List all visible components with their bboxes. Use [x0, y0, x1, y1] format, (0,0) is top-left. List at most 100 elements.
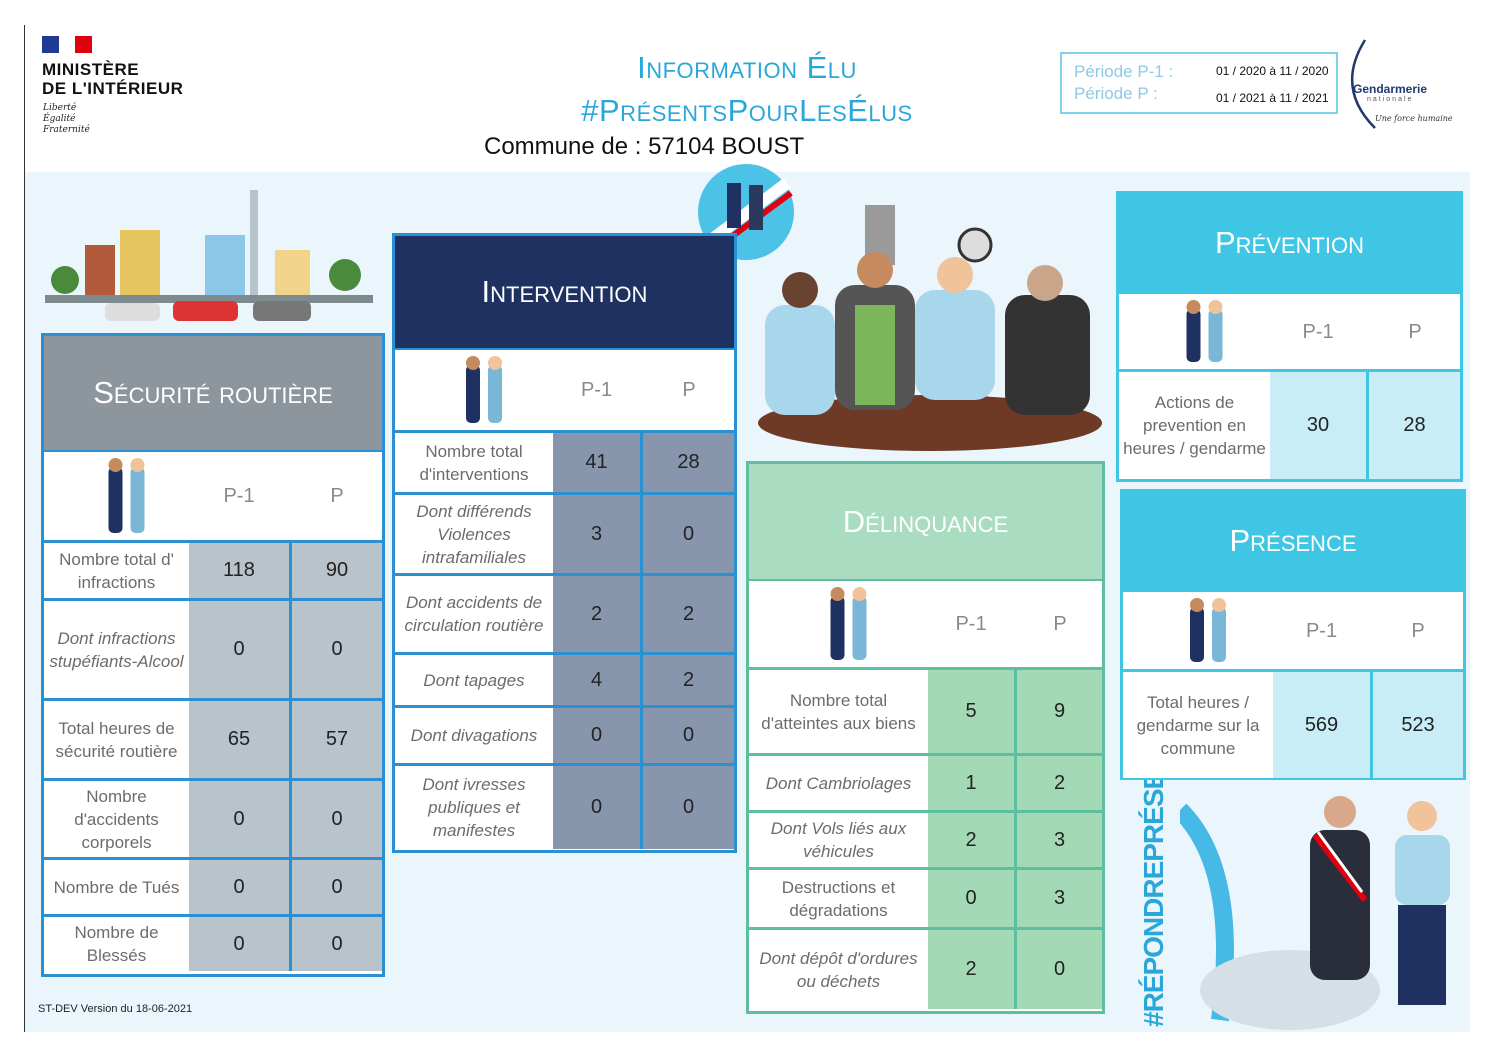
- table-row: Actions de prevention en heures / gendar…: [1119, 369, 1460, 479]
- motto-line: Liberté: [43, 103, 77, 113]
- column-divider: [289, 917, 292, 971]
- row-label: Nombre d'accidents corporels: [44, 781, 189, 857]
- value-p1: 2: [553, 576, 640, 652]
- panel-title: Présence: [1123, 492, 1463, 590]
- row-label: Actions de prevention en heures / gendar…: [1119, 372, 1270, 479]
- period-p1-label: Période P-1 :: [1074, 62, 1174, 81]
- value-p: 90: [292, 543, 382, 598]
- value-p: 57: [292, 701, 382, 778]
- row-label: Dont ivresses publiques et manifestes: [395, 766, 553, 849]
- period-p-label: Période P :: [1074, 84, 1158, 103]
- row-label: Nombre de Blessés: [44, 917, 189, 971]
- value-p: 28: [1369, 372, 1460, 479]
- panel-title: Prévention: [1119, 194, 1460, 292]
- value-p1: 4: [553, 655, 640, 705]
- column-divider: [1014, 813, 1017, 867]
- panel-illustration-row: P-1 P: [749, 579, 1102, 667]
- table-row: Dont différends Violences intrafamiliale…: [395, 492, 734, 573]
- value-p1: 1: [928, 756, 1014, 810]
- value-p1: 118: [189, 543, 289, 598]
- column-header-p: P: [1408, 320, 1422, 343]
- value-p: 0: [643, 708, 734, 763]
- column-header-p1: P-1: [223, 485, 255, 507]
- row-label: Dont différends Violences intrafamiliale…: [395, 495, 553, 573]
- value-p1: 41: [553, 433, 640, 492]
- column-header-p1: P-1: [580, 379, 613, 401]
- panel-title: Délinquance: [749, 464, 1102, 579]
- column-divider: [640, 495, 643, 573]
- column-header-p1: P-1: [1302, 320, 1334, 343]
- column-divider: [289, 601, 292, 698]
- column-header-p: P: [682, 379, 696, 401]
- value-p1: 65: [189, 701, 289, 778]
- period-p-value: 01 / 2021 à 11 / 2021: [1216, 91, 1329, 105]
- column-divider: [289, 781, 292, 857]
- column-divider: [289, 860, 292, 914]
- column-header-p: P: [1411, 619, 1425, 642]
- commune-label: Commune de : 57104 BOUST: [484, 133, 805, 160]
- column-divider: [640, 576, 643, 652]
- row-label: Destructions et dégradations: [749, 870, 928, 927]
- city-illustration: [45, 190, 373, 321]
- version-footer: ST-DEV Version du 18-06-2021: [38, 1003, 193, 1015]
- row-label: Nombre total d'atteintes aux biens: [749, 670, 928, 753]
- column-header-p1: P-1: [1305, 619, 1338, 642]
- value-p: 0: [643, 495, 734, 573]
- row-label: Dont infractions stupéfiants-Alcool: [44, 601, 189, 698]
- value-p: 0: [292, 860, 382, 914]
- value-p1: 30: [1270, 372, 1366, 479]
- row-label: Dont tapages: [395, 655, 553, 705]
- meeting-illustration: [758, 205, 1102, 451]
- value-p: 9: [1017, 670, 1102, 753]
- value-p: 2: [643, 576, 734, 652]
- mayor-gendarme-illustration: [1180, 796, 1450, 1030]
- value-p1: 0: [553, 708, 640, 763]
- officers-icon: [1190, 598, 1226, 662]
- gendarmerie-name: Gendarmerie: [1353, 82, 1428, 96]
- column-header-p1: P-1: [955, 613, 987, 635]
- value-p1: 569: [1273, 672, 1370, 778]
- gendarmerie-sub: nationale: [1367, 96, 1414, 103]
- row-label: Nombre total d'interventions: [395, 433, 553, 492]
- gendarmerie-tagline: Une force humaine: [1375, 114, 1453, 123]
- value-p: 3: [1017, 813, 1102, 867]
- value-p: 0: [643, 766, 734, 849]
- gendarmerie-arc-icon: [1350, 39, 1376, 129]
- panel-illustration-row: P-1 P: [395, 348, 734, 430]
- column-header-p: P: [1053, 613, 1067, 635]
- row-label: Dont dépôt d'ordures ou déchets: [749, 930, 928, 1009]
- row-label: Total heures de sécurité routière: [44, 701, 189, 778]
- page-title: Information Élu: [637, 50, 857, 85]
- row-label: Dont divagations: [395, 708, 553, 763]
- panel-illustration-row: P-1 P: [1123, 590, 1463, 669]
- officers-icon: [1186, 300, 1223, 362]
- value-p: 28: [643, 433, 734, 492]
- value-p: 3: [1017, 870, 1102, 927]
- value-p1: 3: [553, 495, 640, 573]
- column-divider: [1014, 870, 1017, 927]
- value-p1: 0: [189, 860, 289, 914]
- period-box: Période P-1 : 01 / 2020 à 11 / 2020 Péri…: [1060, 52, 1338, 114]
- officers-icon: [108, 458, 145, 533]
- column-divider: [640, 708, 643, 763]
- column-divider: [1370, 672, 1373, 778]
- slogan-hashtag: #RÉPONDREPRÉSENT: [1138, 736, 1169, 1027]
- value-p1: 0: [553, 766, 640, 849]
- row-label: Nombre total d' infractions: [44, 543, 189, 598]
- column-divider: [1014, 670, 1017, 753]
- divider: [24, 25, 25, 1032]
